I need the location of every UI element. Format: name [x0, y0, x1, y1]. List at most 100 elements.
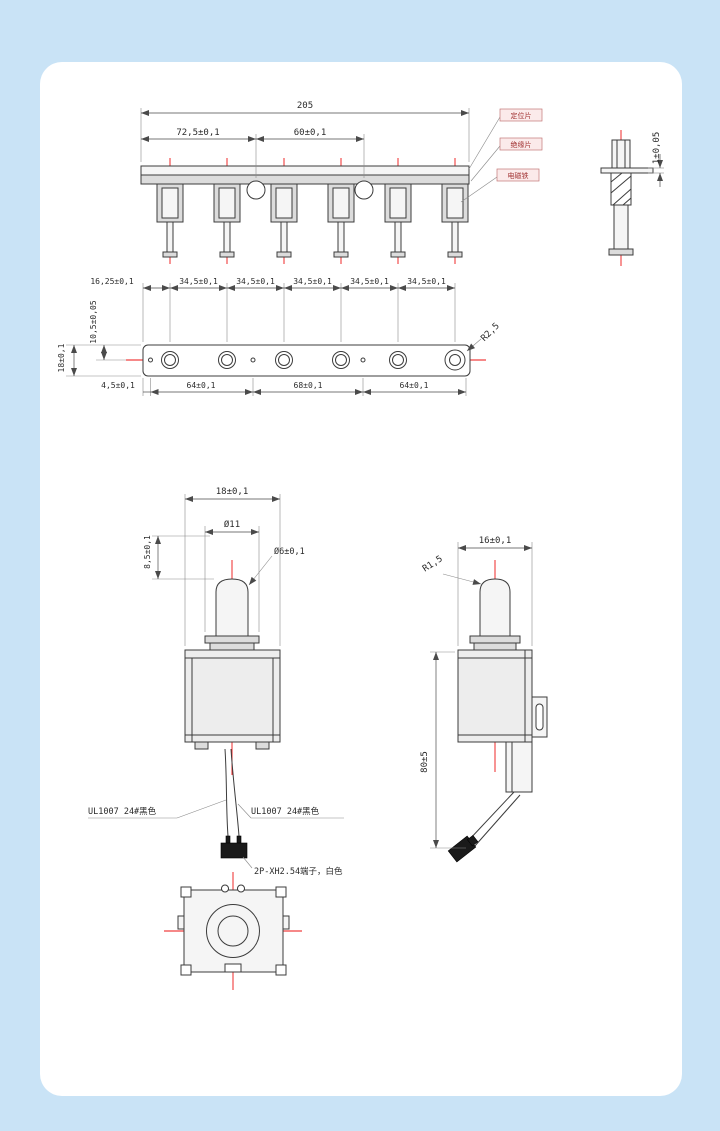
leader-line: [460, 176, 498, 203]
washer: [473, 642, 517, 651]
side-tab: [177, 915, 185, 930]
rail-bottom-plate: [140, 174, 470, 185]
callout-label: 定位片: [511, 111, 532, 120]
washer: [209, 642, 255, 651]
dim-pitch: 34,5±0,1: [179, 277, 218, 286]
clip-body: [611, 139, 631, 169]
dim-rivet-span: 64±0,1: [400, 381, 429, 390]
dim-first-hole: 16,25±0,1: [90, 277, 134, 286]
dim-pitch: 34,5±0,1: [236, 277, 275, 286]
coil-inner-circle: [217, 915, 249, 947]
leader-line: [442, 573, 482, 585]
dim-wire-length: 80±5: [420, 751, 430, 773]
wire: [230, 748, 240, 837]
bottom-notch: [224, 963, 242, 973]
leader-line: [470, 145, 501, 182]
plunger: [215, 578, 249, 637]
solenoid-unit: [441, 183, 469, 258]
leader-line: [242, 856, 253, 869]
view-solenoid-side: 16±0,1 R1,5 80±5: [420, 536, 548, 863]
wire: [467, 791, 515, 842]
plunger: [479, 578, 511, 637]
flange-washer: [204, 635, 260, 644]
rail-hole: [354, 180, 374, 200]
solenoid-unit: [213, 183, 241, 258]
xh-connector: [220, 842, 248, 859]
view-clip-side: 1±0,05: [600, 130, 664, 266]
mount-foot: [255, 741, 270, 750]
dim-strip-height: 18±0,1: [57, 343, 66, 372]
dim-plate-thickness: 1±0,05: [652, 132, 662, 165]
dim-left-span: 72,5±0,1: [176, 128, 219, 138]
view-solenoid-front: 18±0,1 Ø11 Ø6±0,1 8,5±0,1 UL1007 24#黑色 U…: [88, 487, 344, 877]
plunger-foot: [608, 248, 634, 256]
strip-hole: [332, 351, 350, 369]
dim-mid-span: 60±0,1: [294, 128, 327, 138]
wire: [224, 748, 229, 837]
solenoid-unit: [270, 183, 298, 258]
dim-hole-center: 10,5±0,05: [89, 300, 98, 344]
solenoid-unit: [327, 183, 355, 258]
back-bracket: [505, 741, 533, 793]
dim-plunger-height: 8,5±0,1: [143, 535, 152, 569]
side-tab: [282, 915, 290, 930]
leader-line: [176, 799, 227, 819]
solenoid-unit: [384, 183, 412, 258]
leader-line: [248, 555, 273, 586]
strip-hole: [218, 351, 236, 369]
rivet-hole: [360, 357, 366, 363]
leader-line: [468, 116, 501, 170]
dim-pitch: 34,5±0,1: [293, 277, 332, 286]
flange-washer: [469, 635, 521, 644]
dim-pitch: 34,5±0,1: [350, 277, 389, 286]
dim-rivet-span: 64±0,1: [187, 381, 216, 390]
leader-line: [237, 803, 252, 819]
mount-slot: [535, 703, 544, 731]
plunger-stem: [613, 204, 629, 250]
dim-rivet-span: 68±0,1: [294, 381, 323, 390]
wire-spec-label: UL1007 24#黑色: [88, 806, 157, 817]
dim-pitch: 34,5±0,1: [407, 277, 446, 286]
callout-label: 绝缘片: [511, 140, 532, 149]
mount-foot: [194, 741, 209, 750]
solenoid-unit: [156, 183, 184, 258]
rivet-hole: [148, 357, 153, 363]
view-bottom: [164, 872, 302, 990]
coil-outer-circle: [206, 904, 260, 958]
wire-label-right: UL1007 24#黑色: [237, 803, 344, 819]
rivet-hole: [250, 357, 256, 363]
bottom-outline: [183, 889, 284, 973]
solenoid-body: [184, 649, 281, 743]
dim-flange-diameter: Ø11: [224, 519, 240, 530]
connector-spec-label: 2P-XH2.54端子，白色: [254, 866, 343, 877]
callout-label: 电磁铁: [508, 171, 529, 180]
callout-3: 电磁铁: [460, 168, 540, 203]
wire: [473, 794, 521, 848]
strip-hole: [275, 351, 293, 369]
strip-hole: [161, 351, 179, 369]
view-strip: 16,25±0,1 34,5±0,1 34,5±0,1 34,5±0,1 34,…: [57, 277, 502, 396]
drawing-card: [40, 62, 682, 1096]
strip-hole: [389, 351, 407, 369]
dim-rivet-offset: 4,5±0,1: [101, 381, 135, 390]
solenoid-body: [457, 649, 533, 743]
wire-label-left: UL1007 24#黑色: [88, 799, 227, 819]
connector-label: 2P-XH2.54端子，白色: [242, 856, 343, 877]
terminal-bump: [221, 884, 229, 893]
mount-plate: [600, 167, 654, 174]
callout-2: 绝缘片: [470, 137, 543, 182]
xh-connector: [447, 834, 479, 863]
callout-1: 定位片: [468, 108, 543, 170]
leader-line: [466, 338, 482, 352]
dim-body-width: 18±0,1: [216, 487, 249, 497]
terminal-bump: [237, 884, 245, 893]
dim-body-depth: 16±0,1: [479, 536, 512, 546]
view-assembly-top: 205 72,5±0,1 60±0,1 定位片 绝缘片 电磁铁: [140, 101, 543, 264]
wire-spec-label: UL1007 24#黑色: [251, 806, 320, 817]
strip-outline: [142, 344, 471, 377]
dim-total-length: 205: [297, 101, 313, 111]
rail-hole: [246, 180, 266, 200]
rail-top-plate: [140, 165, 470, 176]
strip-hole-end: [444, 349, 466, 371]
